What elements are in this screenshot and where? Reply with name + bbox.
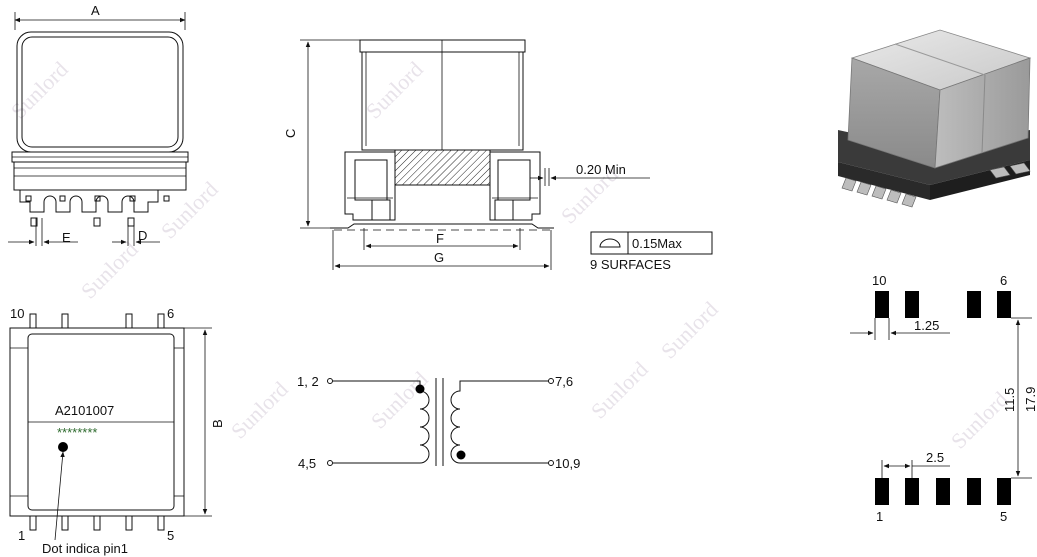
- pin1-dot: [58, 442, 68, 452]
- render-pins: [841, 162, 1031, 208]
- standoff-label: 0.20 Min: [576, 162, 626, 177]
- land-pad: [997, 291, 1011, 318]
- dim-f-label: F: [436, 231, 444, 246]
- pin-label-10: 10: [10, 306, 24, 321]
- pin1-note: Dot indica pin1: [42, 541, 128, 556]
- dim-e-label: E: [62, 230, 71, 245]
- land-pad: [967, 478, 981, 505]
- pin-left: [371, 199, 391, 221]
- seating-plane: [330, 223, 554, 229]
- land-pad: [875, 291, 889, 318]
- watermark-text: Sunlord: [76, 237, 143, 304]
- pin-label-1: 1: [18, 528, 25, 543]
- pin-profile: [19, 190, 159, 213]
- pin-foot: [93, 217, 101, 227]
- land-pad: [997, 478, 1011, 505]
- pin-right: [494, 199, 514, 221]
- core-top: [359, 39, 526, 53]
- schematic-pin-10-9: 10,9: [555, 456, 580, 471]
- land-pin-5: 5: [1000, 509, 1007, 524]
- terminal-circle: [548, 378, 554, 384]
- schematic-pin-7-6: 7,6: [555, 374, 573, 389]
- schematic-pin-4-5: 4,5: [298, 456, 316, 471]
- surface-profile-icon: [599, 238, 621, 248]
- land-pin-1: 1: [876, 509, 883, 524]
- watermark-text: Sunlord: [226, 377, 293, 444]
- flatness-callout: 0.15Max 9 SURFACES: [590, 231, 713, 272]
- watermark-text: Sunlord: [361, 57, 428, 124]
- land-pad: [905, 478, 919, 505]
- primary-winding: [333, 380, 430, 464]
- secondary-winding: [450, 380, 549, 464]
- date-code-stars: ********: [57, 425, 97, 440]
- land-pin-10: 10: [872, 273, 886, 288]
- watermark-text: Sunlord: [156, 177, 223, 244]
- watermark-text: Sunlord: [656, 297, 723, 364]
- dim-d-label: D: [138, 228, 147, 243]
- land-pad: [905, 291, 919, 318]
- land-pad: [936, 478, 950, 505]
- land-pattern: 10 6 1.25 11.5 17.9 2.5 1 5: [850, 273, 1037, 524]
- pin-hole: [163, 195, 170, 202]
- top-view-pins-bottom: [29, 515, 165, 531]
- watermark-text: Sunlord: [6, 57, 73, 124]
- land-width-label: 1.25: [914, 318, 939, 333]
- winding-hatch: [394, 149, 491, 186]
- pin-hole: [59, 195, 66, 202]
- render-core-split: [981, 74, 986, 154]
- bobbin-left-inner: [354, 159, 388, 201]
- schematic: 1, 2 4,5 7,6 10,9: [297, 374, 580, 471]
- bobbin-right-inner: [497, 159, 531, 201]
- surfaces-label: 9 SURFACES: [590, 257, 671, 272]
- schematic-pin-1-2: 1, 2: [297, 374, 319, 389]
- top-view-pins-top: [29, 313, 165, 329]
- render-core-split: [894, 43, 986, 76]
- watermark-text: Sunlord: [366, 367, 433, 434]
- land-pitch-label: 2.5: [926, 450, 944, 465]
- dim-b-label: B: [210, 419, 225, 428]
- top-view: 10 6 A2101007 ******** 1 5 Dot indica pi…: [9, 306, 225, 556]
- pin-label-6: 6: [167, 306, 174, 321]
- dim-a-label: A: [91, 3, 100, 18]
- dim-g-label: G: [434, 250, 444, 265]
- render-base-front: [838, 162, 930, 200]
- pin-label-5: 5: [167, 528, 174, 543]
- land-pad: [967, 291, 981, 318]
- side-view: C 0.20 Min F G 0.15Max 9 SURFACES: [283, 39, 713, 272]
- pin-hole: [129, 195, 136, 202]
- part-number: A2101007: [55, 403, 114, 418]
- front-view: A E D: [8, 3, 189, 246]
- pin-foot: [30, 217, 38, 227]
- dim-c-label: C: [283, 129, 298, 138]
- terminal-circle: [548, 460, 554, 466]
- render-core-side: [934, 57, 1031, 169]
- isometric-render: [838, 29, 1032, 208]
- pin1-leader-line: [54, 451, 65, 541]
- secondary-polarity-dot: [456, 450, 466, 460]
- land-pad: [875, 478, 889, 505]
- land-span-inner-label: 11.5: [1002, 388, 1017, 412]
- pin-foot: [127, 217, 135, 227]
- land-span-outer-label: 17.9: [1023, 387, 1037, 412]
- terminal-circle: [327, 460, 333, 466]
- land-pin-6: 6: [1000, 273, 1007, 288]
- watermark-text: Sunlord: [586, 357, 653, 424]
- pin-hole: [94, 195, 101, 202]
- pin-hole: [25, 195, 32, 202]
- flatness-label: 0.15Max: [632, 236, 682, 251]
- core-inner-outline: [21, 36, 179, 148]
- terminal-circle: [327, 378, 333, 384]
- flatness-frame: [590, 231, 713, 255]
- primary-polarity-dot: [415, 384, 425, 394]
